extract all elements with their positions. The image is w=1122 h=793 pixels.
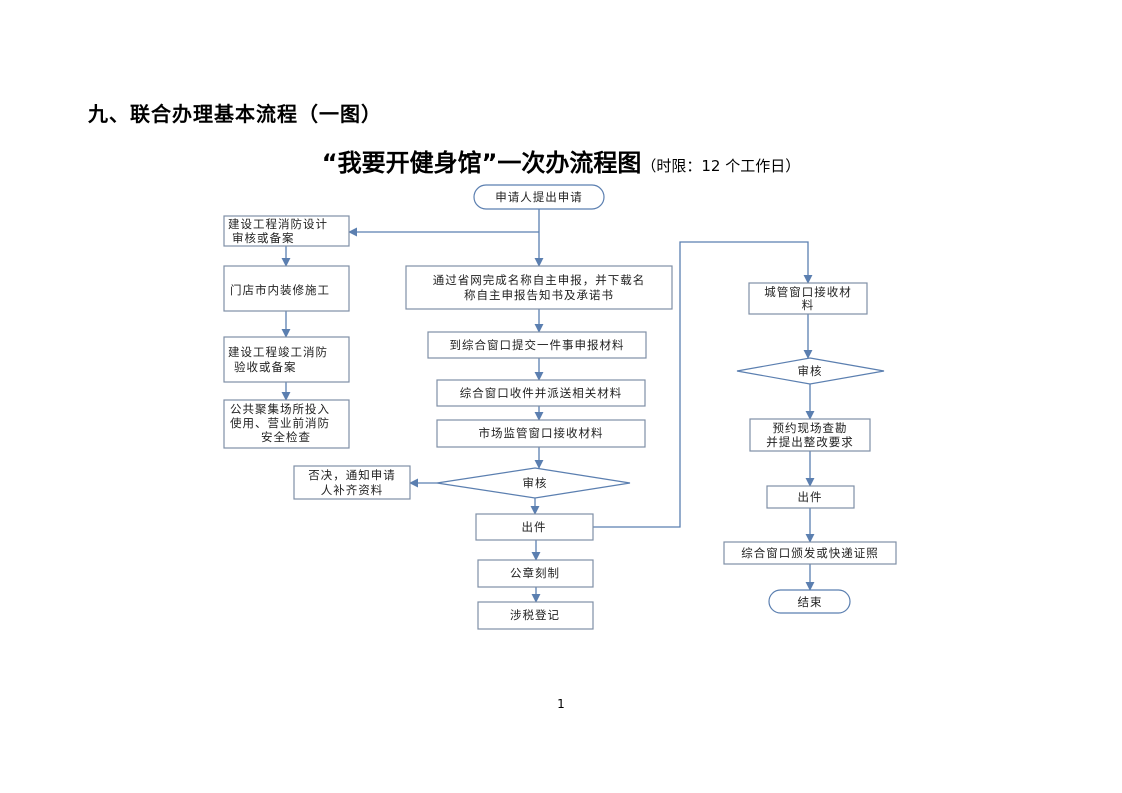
node-urban-receive-line1: 城管窗口接收材: [764, 285, 852, 299]
node-market-receive: 市场监管窗口接收材料: [436, 419, 646, 448]
node-renovation: 门店市内装修施工: [223, 265, 350, 312]
node-public-safety-line2: 使用、营业前消防: [230, 416, 330, 430]
chart-title-time-limit: （时限：12 个工作日）: [641, 157, 801, 175]
node-site-inspection-line2: 并提出整改要求: [766, 435, 854, 449]
node-fire-acceptance: 建设工程竣工消防 验收或备案: [223, 336, 350, 383]
node-issue-urban: 出件: [766, 485, 855, 509]
node-end: 结束: [768, 589, 851, 614]
node-start: 申请人提出申请: [473, 184, 605, 210]
node-renovation-label: 门店市内装修施工: [230, 283, 330, 297]
node-submit-window-label: 到综合窗口提交一件事申报材料: [450, 338, 625, 352]
node-seal: 公章刻制: [477, 559, 594, 588]
node-issue-main: 出件: [475, 513, 594, 541]
node-start-label: 申请人提出申请: [495, 190, 583, 204]
node-online-declare: 通过省网完成名称自主申报，并下载名 称自主申报告知书及承诺书: [405, 265, 673, 310]
node-issue-urban-label: 出件: [798, 490, 823, 504]
node-fire-design-line1: 建设工程消防设计: [228, 217, 328, 231]
node-public-safety-line1: 公共聚集场所投入: [230, 402, 330, 416]
node-reject-line1: 否决，通知申请: [308, 468, 396, 482]
node-dispatch: 综合窗口收件并派送相关材料: [436, 379, 646, 407]
node-urban-receive: 城管窗口接收材 料: [748, 282, 868, 315]
node-submit-window: 到综合窗口提交一件事申报材料: [427, 331, 647, 359]
node-dispatch-label: 综合窗口收件并派送相关材料: [460, 386, 623, 400]
node-issue-main-label: 出件: [522, 520, 547, 534]
node-reject: 否决，通知申请 人补齐资料: [293, 465, 411, 500]
node-site-inspection-line1: 预约现场查勘: [773, 421, 848, 435]
node-online-declare-line2: 称自主申报告知书及承诺书: [464, 288, 614, 302]
node-fire-design-line2: 审核或备案: [232, 231, 295, 245]
chart-title: “我要开健身馆”一次办流程图（时限：12 个工作日）: [0, 143, 1122, 178]
node-public-safety-line3: 安全检查: [261, 430, 311, 444]
node-online-declare-line1: 通过省网完成名称自主申报，并下载名: [433, 273, 646, 287]
node-fire-acceptance-line2: 验收或备案: [234, 360, 297, 374]
flow-edges: [281, 209, 815, 603]
chart-title-main: “我要开健身馆”一次办流程图: [321, 149, 642, 177]
node-seal-label: 公章刻制: [510, 566, 560, 580]
node-tax: 涉税登记: [477, 601, 594, 630]
node-fire-acceptance-line1: 建设工程竣工消防: [228, 345, 328, 359]
page-number: 1: [557, 697, 565, 711]
node-fire-design: 建设工程消防设计 审核或备案: [223, 215, 350, 247]
node-review-urban: 审核: [736, 357, 885, 385]
node-end-label: 结束: [798, 595, 823, 609]
node-deliver: 综合窗口颁发或快递证照: [723, 541, 897, 565]
section-heading: 九、联合办理基本流程（一图）: [88, 102, 382, 126]
node-review-main: 审核: [436, 467, 631, 499]
node-deliver-label: 综合窗口颁发或快递证照: [741, 546, 879, 560]
node-tax-label: 涉税登记: [510, 608, 560, 622]
node-site-inspection: 预约现场查勘 并提出整改要求: [749, 418, 871, 452]
node-market-receive-label: 市场监管窗口接收材料: [479, 426, 604, 440]
node-public-safety: 公共聚集场所投入 使用、营业前消防 安全检查: [223, 399, 350, 449]
node-reject-line2: 人补齐资料: [321, 483, 384, 497]
edge-issue-to-urban: [593, 241, 813, 528]
node-review-main-label: 审核: [523, 476, 548, 490]
node-urban-receive-line2: 料: [802, 298, 815, 312]
node-review-urban-label: 审核: [798, 364, 823, 378]
